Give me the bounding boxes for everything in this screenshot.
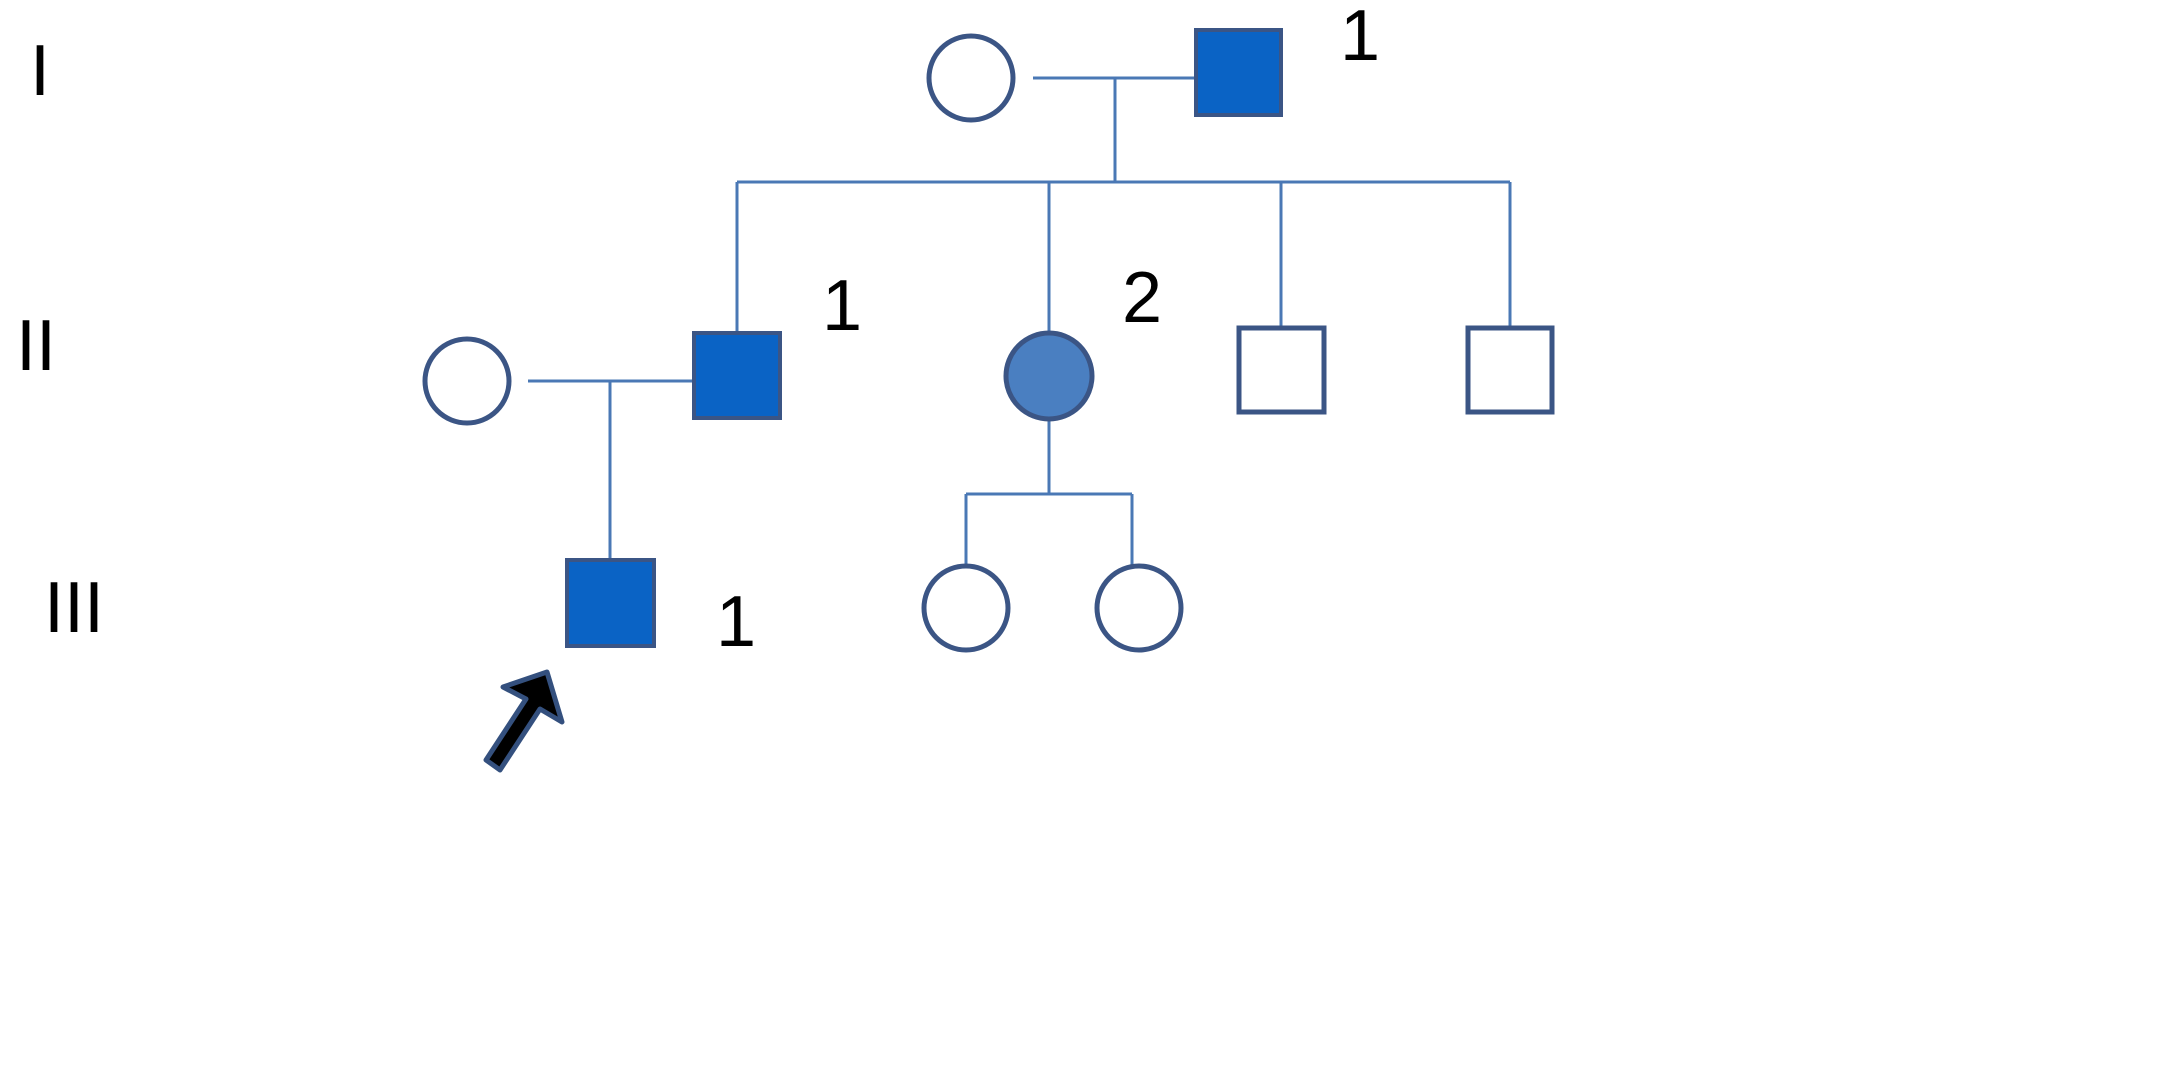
generation-label-iii: III <box>44 568 104 648</box>
generation-label-i: I <box>30 31 50 111</box>
female-unaffected-i <box>926 33 1016 123</box>
female-unaffected-ii-spouse <box>422 336 512 426</box>
female-affected-ii-2 <box>1003 330 1095 422</box>
proband-arrow-icon <box>483 669 565 773</box>
individual-number-ii-2: 2 <box>1122 258 1162 338</box>
individual-number-ii-1: 1 <box>822 266 862 346</box>
male-affected-proband-iii-1 <box>565 558 656 648</box>
male-unaffected-ii-3 <box>1236 325 1327 415</box>
individual-number-i-1: 1 <box>1340 0 1380 76</box>
connection-lines <box>528 76 1512 566</box>
generation-label-ii: II <box>16 306 56 386</box>
male-unaffected-ii-4 <box>1465 325 1555 415</box>
male-affected-i-1 <box>1194 28 1283 117</box>
individual-number-iii-1: 1 <box>716 582 756 662</box>
female-unaffected-iii-3 <box>1094 563 1184 653</box>
male-affected-ii-1 <box>692 331 782 420</box>
female-unaffected-iii-2 <box>921 563 1011 653</box>
